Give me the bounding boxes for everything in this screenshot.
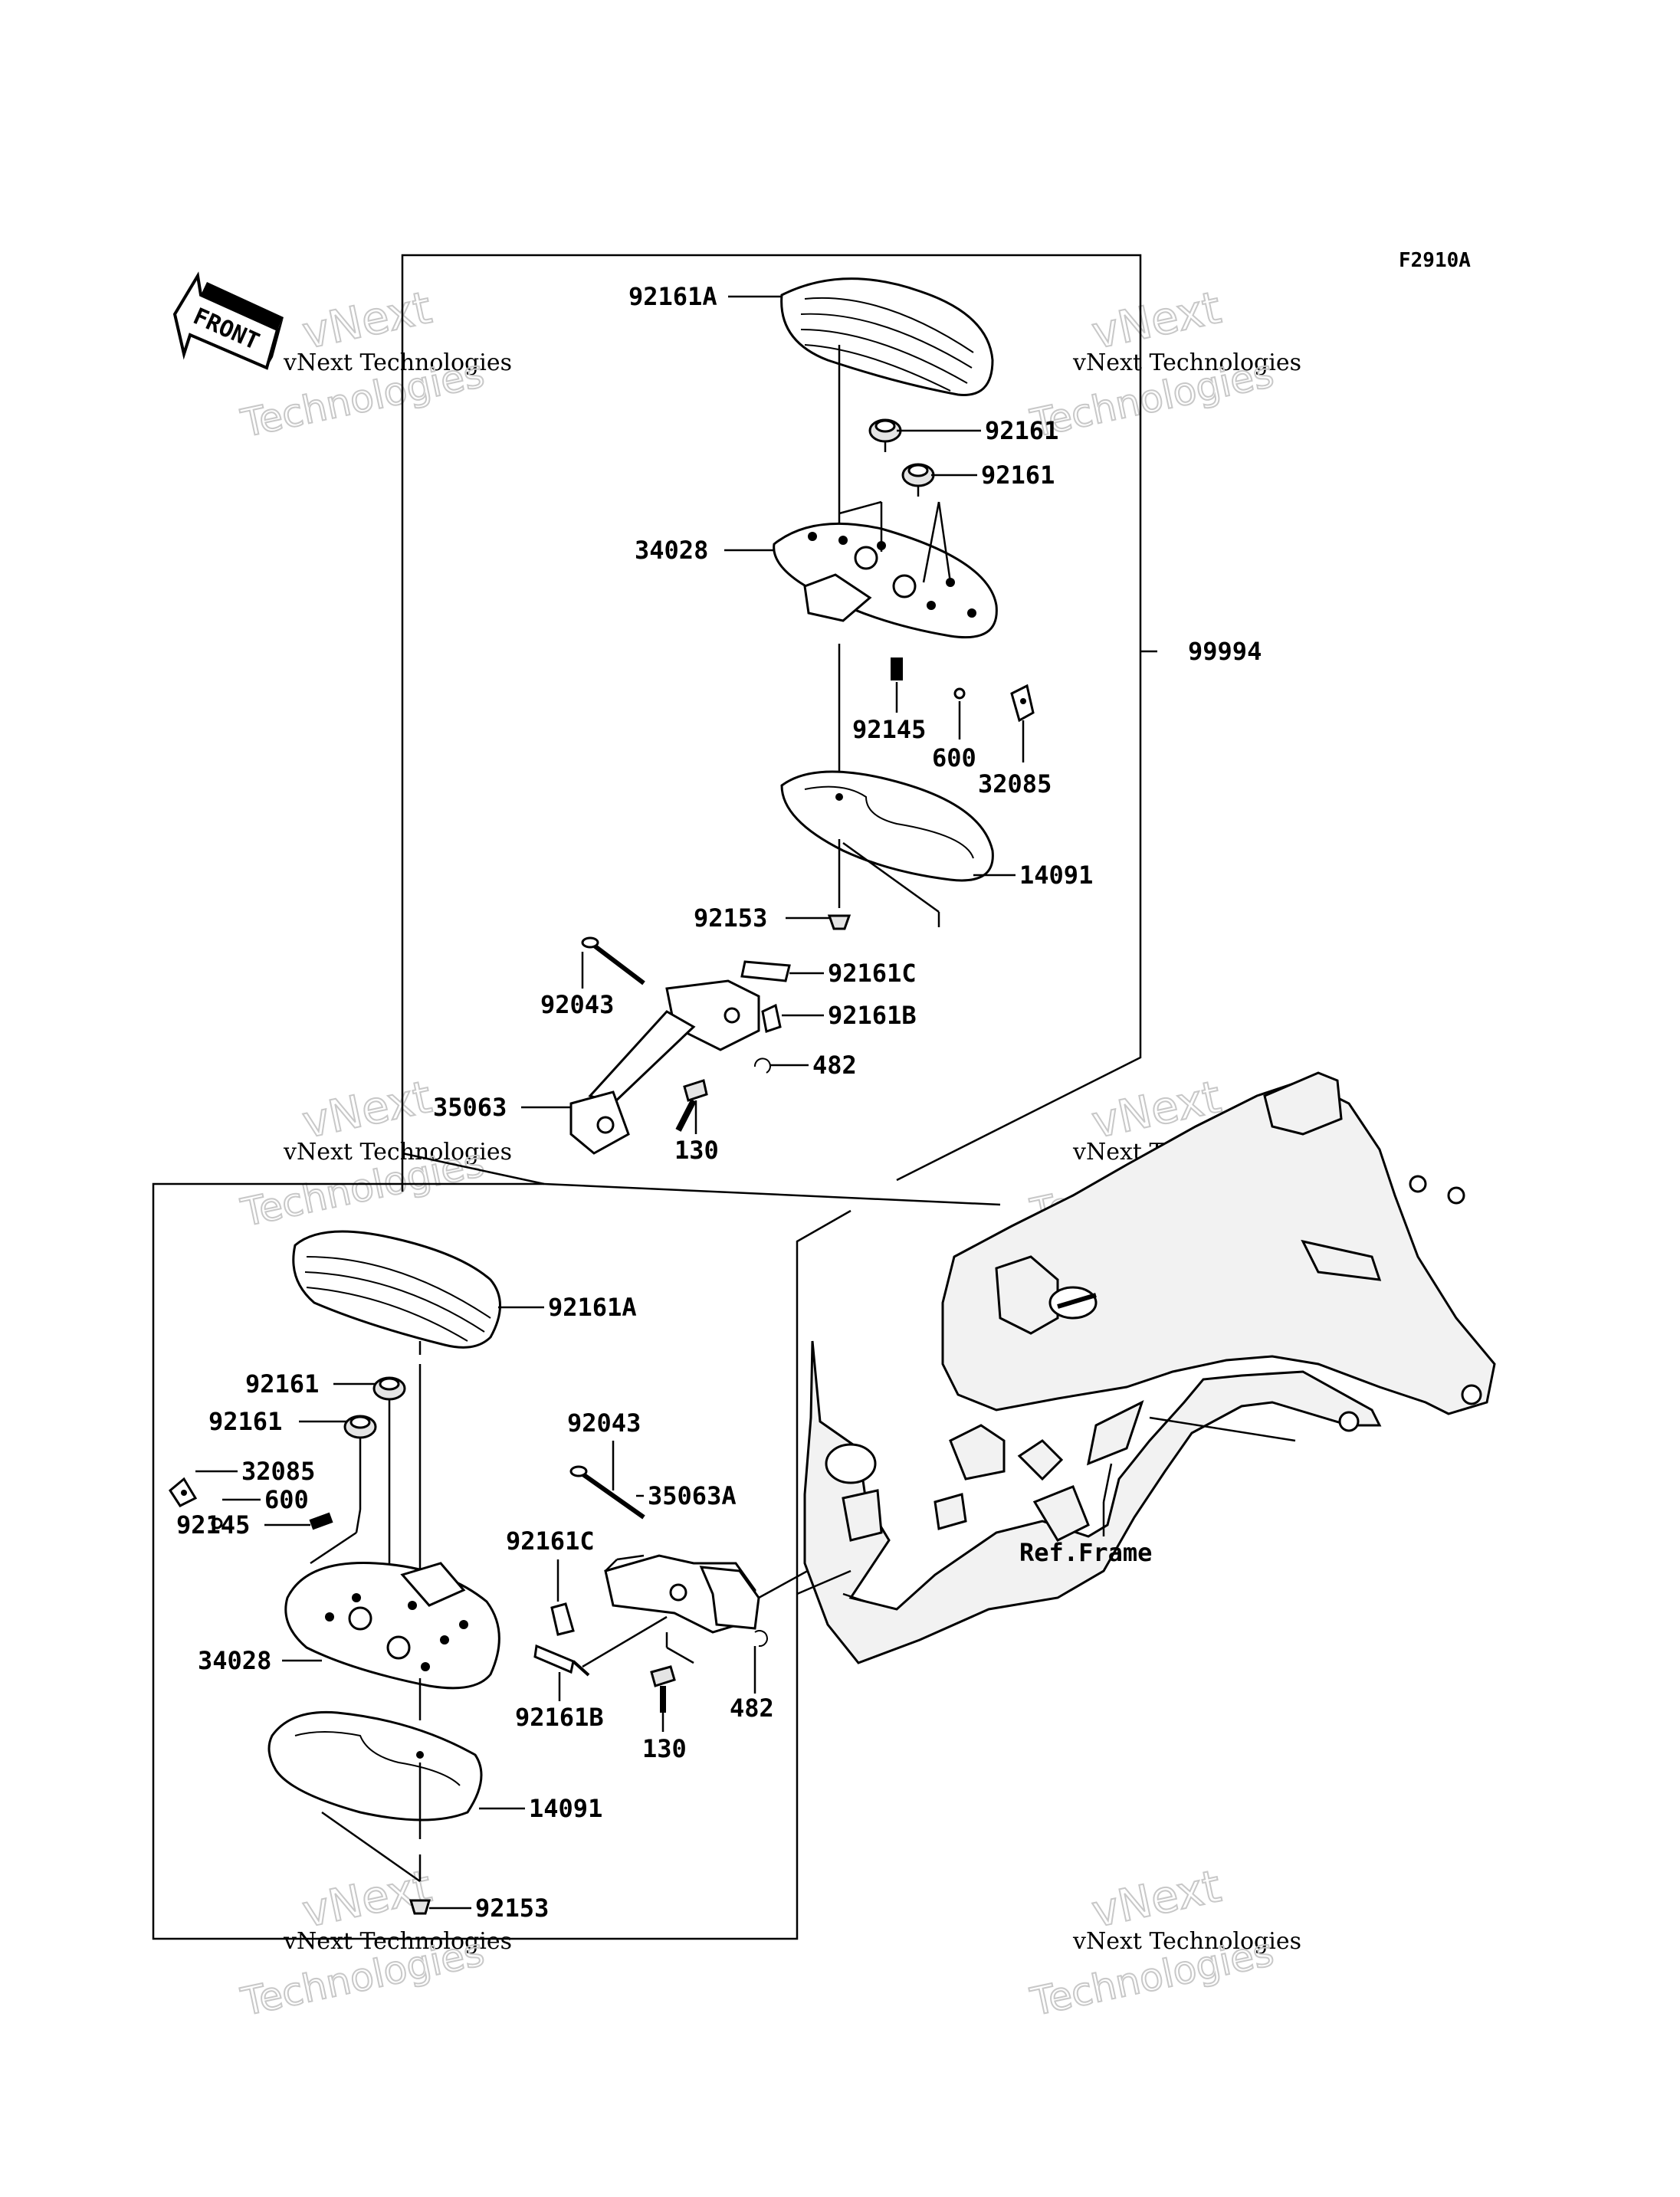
lower-footboard [284,1562,500,1690]
svg-text:92161: 92161 [245,1369,319,1399]
svg-text:92161C: 92161C [828,959,917,988]
lower-pin [569,1465,645,1520]
upper-damper-top [868,418,902,452]
upper-plate [1010,684,1035,762]
upper-pad-b [761,1003,782,1033]
watermark-bottom-left: vNext vNext Technologies Technologies [236,1859,512,2025]
svg-text:vNext: vNext [1088,1860,1226,1938]
svg-text:vNext Technologies: vNext Technologies [283,349,512,376]
svg-text:34028: 34028 [198,1646,271,1675]
watermark-bottom-right: vNext vNext Technologies Technologies [1025,1859,1301,2025]
lower-damper-mid [343,1415,377,1510]
upper-cover [780,770,994,882]
lower-cover [267,1710,483,1822]
svg-text:130: 130 [674,1136,719,1165]
lower-ball [211,1517,223,1530]
svg-text:482: 482 [730,1694,774,1723]
svg-text:92145: 92145 [852,715,926,744]
svg-text:92161A: 92161A [628,282,717,311]
lower-bracket [604,1554,760,1634]
upper-bolt [675,1079,708,1132]
svg-text:vNext Technologies: vNext Technologies [1072,1928,1301,1955]
upper-spring [891,657,903,713]
svg-text:vNext: vNext [298,1071,436,1149]
upper-pin [581,936,645,985]
upper-ball [953,687,966,739]
svg-text:482: 482 [812,1051,857,1080]
upper-pad-c [740,960,791,982]
upper-screw [827,914,851,930]
svg-text:14091: 14091 [529,1794,602,1823]
figure-code: F2910A [1399,249,1471,272]
svg-text:600: 600 [932,743,976,772]
svg-text:92161A: 92161A [548,1293,637,1322]
svg-text:32085: 32085 [241,1457,315,1486]
svg-text:32085: 32085 [978,769,1052,798]
svg-text:vNext Technologies: vNext Technologies [1072,349,1301,376]
svg-text:34028: 34028 [635,536,708,565]
svg-text:14091: 14091 [1019,861,1093,890]
lower-pad-c [550,1602,575,1636]
svg-text:92161: 92161 [985,416,1058,445]
lower-kit-box [152,1182,851,1940]
svg-text:92161B: 92161B [828,1001,917,1030]
svg-text:92161: 92161 [208,1407,282,1436]
upper-kit-box [401,254,1142,1192]
upper-footboard [773,522,998,639]
upper-labels: 92161A 92161 92161 34028 99994 92145 600… [433,282,1262,1165]
front-arrow-icon: FRONT [172,271,284,370]
svg-text:92161B: 92161B [515,1703,604,1732]
svg-text:35063: 35063 [433,1093,507,1122]
svg-text:vNext: vNext [298,281,436,359]
upper-bracket [569,979,760,1155]
lower-screw [409,1899,431,1915]
svg-text:92161: 92161 [981,461,1055,490]
svg-text:92145: 92145 [176,1510,250,1540]
svg-text:vNext Technologies: vNext Technologies [283,1139,512,1166]
svg-text:35063A: 35063A [648,1481,737,1510]
watermark-top-right: vNext vNext Technologies Technologies [1025,280,1301,447]
svg-text:92043: 92043 [540,990,614,1019]
upper-footboard-pad [780,277,994,396]
lower-bolt [650,1665,676,1713]
watermark-top-left: vNext vNext Technologies Technologies [236,280,512,447]
upper-clip [753,1058,771,1074]
svg-text:600: 600 [264,1485,309,1514]
svg-text:92153: 92153 [475,1894,549,1923]
svg-text:vNext: vNext [1088,281,1226,359]
svg-text:130: 130 [642,1734,687,1763]
lower-clip [754,1630,768,1648]
svg-text:99994: 99994 [1188,637,1262,666]
lower-spring [309,1512,333,1530]
lower-labels: 92161A 92161 92161 32085 600 92145 34028… [176,1293,1152,1923]
lower-footboard-pad [292,1230,501,1349]
svg-text:vNext Technologies: vNext Technologies [283,1928,512,1955]
upper-damper-mid [901,463,935,497]
svg-text:92153: 92153 [694,903,767,933]
svg-text:92161C: 92161C [506,1526,595,1556]
lower-pad-b [533,1644,590,1677]
svg-text:92043: 92043 [567,1408,641,1438]
reference-frame [803,1071,1496,1664]
lower-plate [169,1477,198,1507]
svg-text:vNext: vNext [298,1860,436,1938]
ref-frame-label: Ref.Frame [1019,1538,1152,1567]
